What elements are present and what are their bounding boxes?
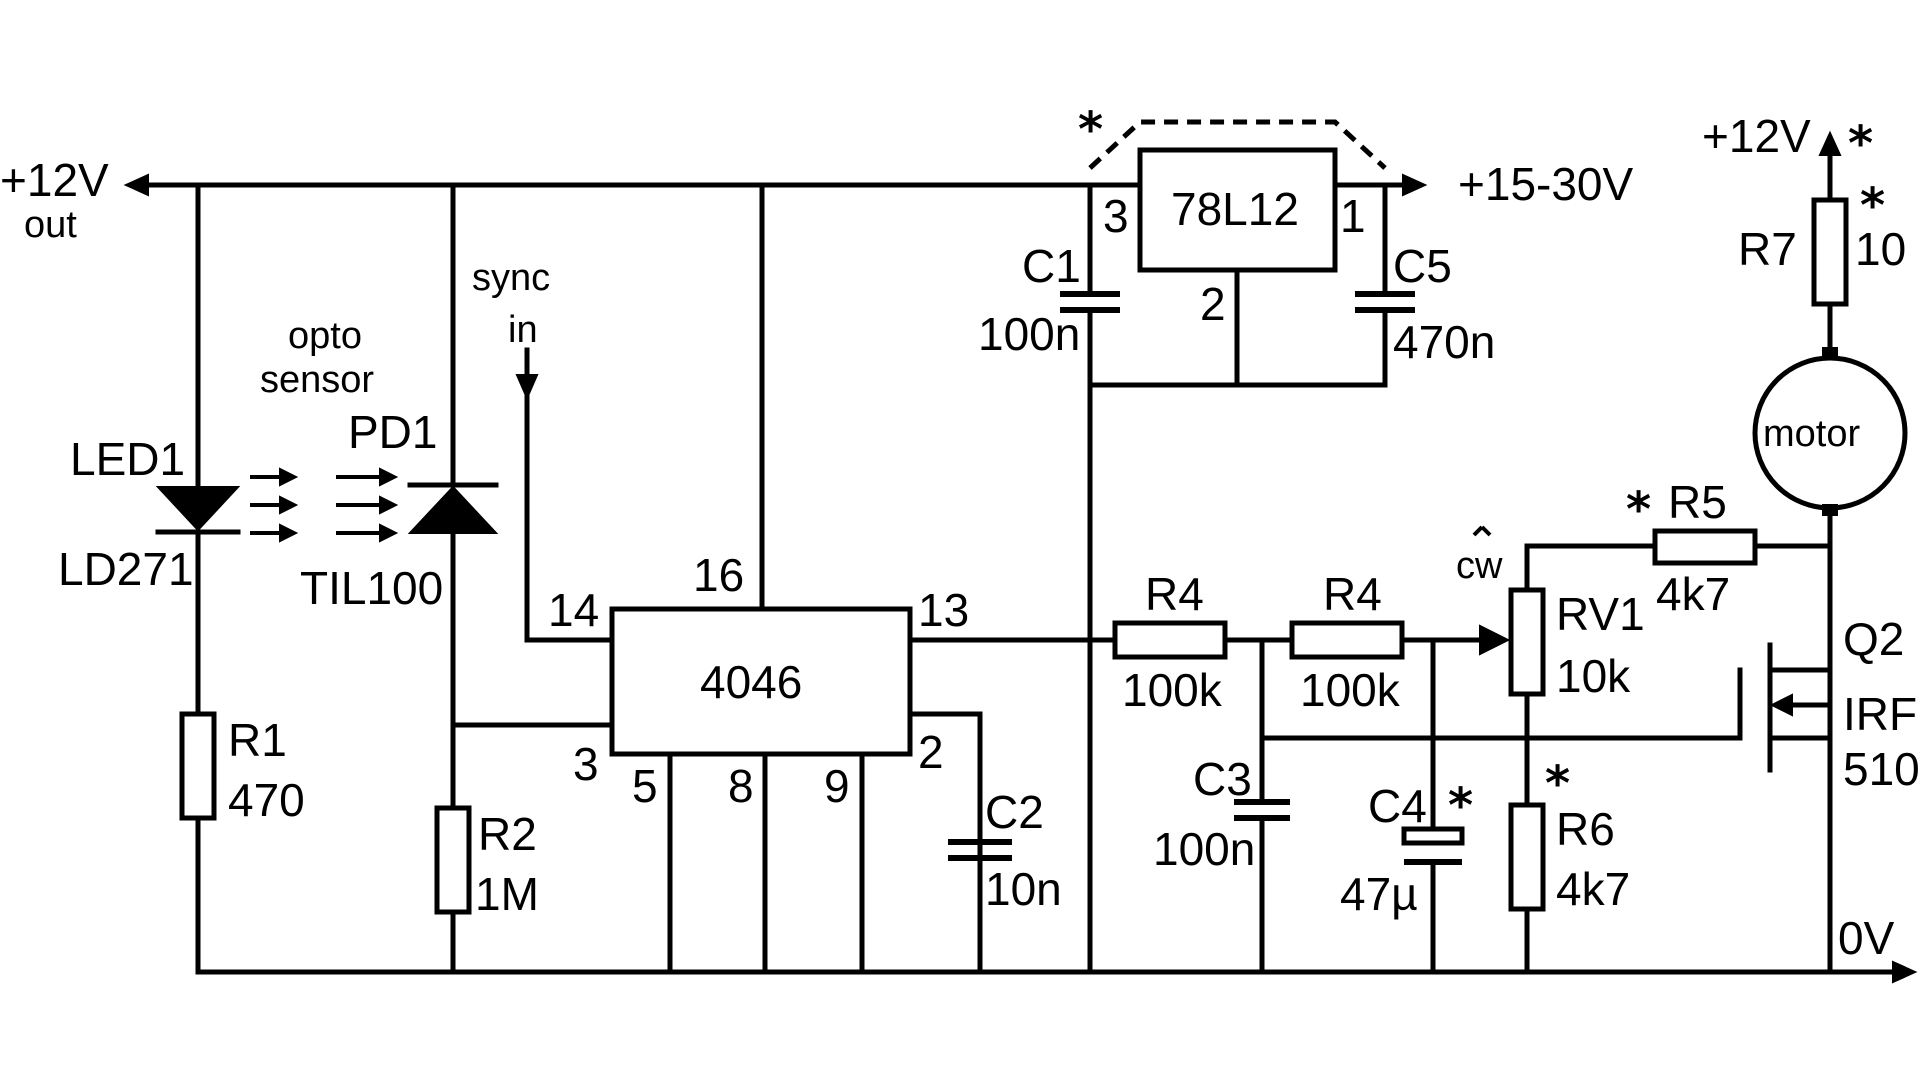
r5-value: 4k7 (1656, 568, 1730, 620)
r5-ref: R5 (1668, 476, 1727, 528)
star-mark-regulator: * (1078, 102, 1103, 158)
r6-value: 4k7 (1556, 863, 1630, 915)
q2-ref: Q2 (1843, 613, 1904, 665)
ic-pin-5: 5 (632, 760, 658, 812)
c4-value: 47µ (1340, 868, 1418, 920)
supply-out-label: +12V (0, 154, 109, 206)
r1-value: 470 (228, 774, 305, 826)
led1-part: LD271 (58, 543, 194, 595)
r4a-ref: R4 (1145, 568, 1204, 620)
led1-diode-symbol (155, 486, 241, 532)
ic-name: 4046 (700, 656, 802, 708)
r6-ref: R6 (1556, 803, 1615, 855)
c5-value: 470n (1393, 316, 1495, 368)
rv1-direction-label: cw (1456, 545, 1503, 587)
heatsink-dashed-outline (1088, 119, 1387, 170)
star-mark-r7: * (1860, 178, 1885, 234)
ic-4046 (609, 182, 1118, 975)
ic-pin-13: 13 (918, 584, 969, 636)
sync-in-line (515, 347, 615, 643)
regulator-pin-gnd: 2 (1200, 278, 1226, 330)
input-voltage-label: +15-30V (1458, 158, 1634, 210)
supply-out-sublabel: out (24, 204, 77, 246)
regulator-pin-out: 1 (1340, 190, 1366, 242)
mosfet-q2 (1737, 642, 1833, 773)
c3-value: 100n (1153, 823, 1255, 875)
resistor-r4-b (1289, 620, 1405, 660)
star-mark-c4: * (1448, 778, 1473, 834)
c3-ref: C3 (1193, 753, 1252, 805)
labels: +12V out +15-30V +12V 0V 78L12 3 1 2 404… (0, 102, 1920, 964)
rv1-ref: RV1 (1556, 588, 1645, 640)
pd1-part: TIL100 (300, 562, 443, 614)
resistor-r1 (179, 711, 217, 821)
motor-branch (1752, 130, 1908, 975)
ic-pin-8: 8 (728, 760, 754, 812)
r4b-value: 100k (1300, 664, 1401, 716)
ic-pin-16: 16 (693, 549, 744, 601)
r4b-ref: R4 (1323, 568, 1382, 620)
c2-value: 10n (985, 863, 1062, 915)
potentiometer-rv1 (1472, 525, 1658, 808)
rv1-value: 10k (1556, 650, 1631, 702)
capacitor-c1 (1060, 291, 1120, 313)
star-mark-r5: * (1626, 482, 1651, 538)
r7-value: 10 (1855, 223, 1906, 275)
capacitor-c2 (948, 839, 1012, 861)
filter-network (1112, 620, 1743, 975)
resistor-r6 (1508, 802, 1546, 975)
r2-ref: R2 (478, 808, 537, 860)
top-rail (123, 173, 1428, 197)
motor-label: motor (1763, 413, 1860, 455)
c4-ref: C4 (1368, 780, 1427, 832)
c5-ref: C5 (1393, 240, 1452, 292)
resistor-r2 (434, 805, 472, 915)
c2-ref: C2 (985, 786, 1044, 838)
ic-pin-3: 3 (573, 738, 599, 790)
ic-pin-14: 14 (548, 584, 599, 636)
pd1-ref: PD1 (348, 406, 437, 458)
r2-value: 1M (475, 868, 539, 920)
pd1-branch (407, 182, 615, 975)
ground-rail (195, 960, 1918, 984)
c1-ref: C1 (1022, 240, 1081, 292)
r1-ref: R1 (228, 714, 287, 766)
star-mark-motor-supply: * (1848, 116, 1873, 172)
resistor-r7 (1811, 197, 1849, 307)
star-mark-r6: * (1545, 756, 1570, 812)
c1-value: 100n (978, 308, 1080, 360)
resistor-r5 (1652, 528, 1833, 566)
ground-label: 0V (1838, 912, 1895, 964)
led1-ref: LED1 (70, 433, 185, 485)
pd1-diode-symbol (407, 485, 499, 534)
led1-branch (155, 182, 241, 975)
q2-part-line1: IRF (1843, 688, 1917, 740)
opto-label-line2: sensor (260, 359, 374, 401)
opto-label-line1: opto (288, 315, 362, 357)
capacitor-c3 (1234, 799, 1290, 821)
r7-ref: R7 (1738, 223, 1797, 275)
q2-part-line2: 510 (1843, 743, 1920, 795)
sync-label-line2: in (508, 309, 538, 351)
capacitor-c4-electrolytic (1401, 826, 1465, 865)
capacitor-c5 (1355, 291, 1415, 313)
ic-pin-9: 9 (824, 760, 850, 812)
motor-supply-label: +12V (1702, 110, 1811, 162)
regulator-78l12 (1087, 119, 1388, 975)
opto-light-arrows (250, 467, 399, 543)
resistor-r4-a (1112, 620, 1228, 660)
regulator-pin-in: 3 (1103, 190, 1129, 242)
r4a-value: 100k (1122, 664, 1223, 716)
sync-label-line1: sync (472, 257, 550, 299)
ic-pin-2: 2 (918, 726, 944, 778)
regulator-name: 78L12 (1171, 183, 1299, 235)
